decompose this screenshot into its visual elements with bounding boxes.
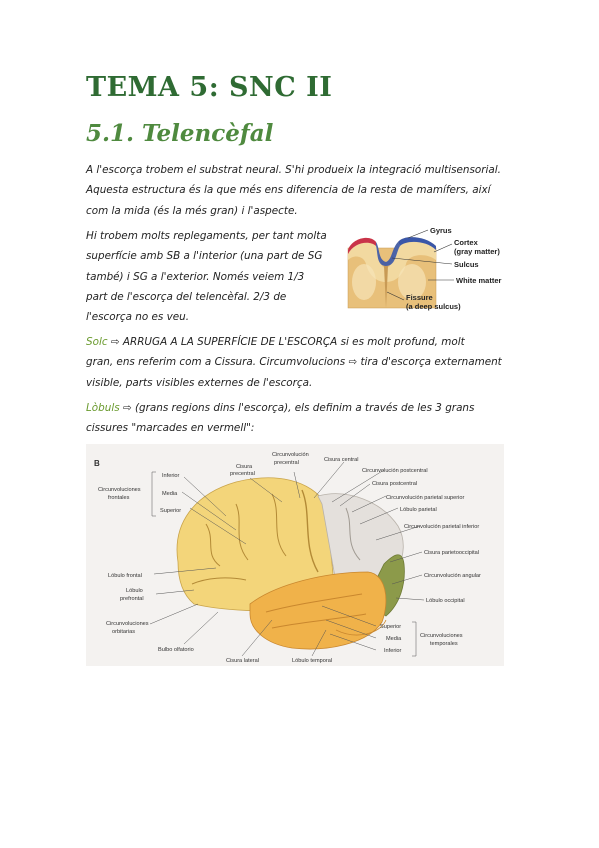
paragraph-lobuls: Lòbuls ⇨ (grans regions dins l'escorça),… [86,398,516,439]
text-line: l'escorça no es veu. [86,311,190,324]
section-title: 5.1. Telencèfal [86,120,274,147]
brain-lateral-figure: B [86,444,504,666]
label-inferior-temporal: Inferior [384,648,402,654]
label-media-temporal: Media [386,636,402,642]
label-lobulo-prefrontal-2: prefrontal [120,596,144,602]
text-line: visible, parts visibles externes de l'es… [86,376,313,389]
label-cisura-postcentral: Cisura postcentral [372,481,417,487]
label-superior-frontal: Superior [160,508,181,514]
label-cisura-precentral: Cisura [236,464,253,470]
label-circ-orbitarias-2: orbitarias [112,629,135,635]
paragraph-escorca: A l'escorça trobem el substrat neural. S… [86,160,516,221]
label-circ-parietal-superior: Circunvolución parietal superior [386,495,464,501]
text-line: cissures "marcades en vermell": [86,422,255,435]
label-cisura-central: Cisura central [324,457,359,463]
label-cisura-precentral-2: precentral [230,471,255,477]
label-cisura-parietooccipital: Cisura parietooccipital [424,550,479,556]
label-circ-precentral: Circunvolución [272,452,309,458]
label-circ-temporales: Circunvoluciones [420,633,463,639]
label-circ-frontales: Circunvoluciones [98,487,141,493]
cortex-section-figure: Gyrus Cortex (gray matter) Sulcus White … [347,226,502,311]
paragraph-replegaments: Hi trobem molts replegaments, per tant m… [86,226,346,327]
label-fissure: Fissure [406,293,433,302]
paragraph-solc: Solc ⇨ ARRUGA A LA SUPERFÍCIE DE L'ESCOR… [86,332,516,393]
page-title: TEMA 5: SNC II [86,72,333,103]
label-circ-angular: Circunvolución angular [424,573,481,579]
text-line: superfície amb SB a l'interior (una part… [86,250,323,263]
label-gray-matter: (gray matter) [454,247,500,256]
label-bulbo-olfatorio: Bulbo olfatorio [158,647,194,653]
keyword-lobuls: Lòbuls [86,402,120,414]
label-circ-postcentral: Circunvolución postcentral [362,468,428,474]
text-line: Aquesta estructura és la que més ens dif… [86,184,491,197]
text-line: A l'escorça trobem el substrat neural. S… [86,164,501,176]
label-circ-frontales-2: frontales [108,495,130,501]
label-deep-sulcus: (a deep sulcus) [406,302,461,311]
label-gyrus: Gyrus [430,226,452,235]
text-line: ⇨ ARRUGA A LA SUPERFÍCIE DE L'ESCORÇA si… [107,336,465,348]
label-media-frontal: Media [162,491,178,497]
text-line: com la mida (és la més gran) i l'aspecte… [86,204,298,217]
label-sulcus: Sulcus [454,260,479,269]
label-lobulo-parietal: Lóbulo parietal [400,507,437,513]
label-inferior-frontal: Inferior [162,473,180,479]
text-line: també) i SG a l'exterior. Només veiem 1/… [86,270,305,283]
text-line: Hi trobem molts replegaments, per tant m… [86,230,327,242]
label-circ-temporales-2: temporales [430,641,458,647]
label-lobulo-frontal: Lóbulo frontal [108,573,142,579]
label-circ-parietal-inferior: Circunvolución parietal inferior [404,524,479,530]
label-cisura-lateral: Cisura lateral [226,658,259,664]
text-line: gran, ens referim com a Cissura. Circumv… [86,356,502,369]
label-lobulo-occipital: Lóbulo occipital [426,598,465,604]
label-white-matter: White matter [456,276,502,285]
keyword-solc: Solc [86,336,108,348]
label-superior-temporal: Superior [380,624,401,630]
panel-letter: B [94,459,100,468]
text-line: ⇨ (grans regions dins l'escorça), els de… [119,402,475,414]
label-circ-precentral-2: precentral [274,460,299,466]
label-cortex: Cortex [454,238,479,247]
text-line: part de l'escorça del telencèfal. 2/3 de [86,290,287,303]
temporal-lobe-shape [249,571,387,650]
label-lobulo-prefrontal: Lóbulo [126,588,143,594]
label-lobulo-temporal: Lóbulo temporal [292,658,332,664]
label-circ-orbitarias: Circunvoluciones [106,621,149,627]
